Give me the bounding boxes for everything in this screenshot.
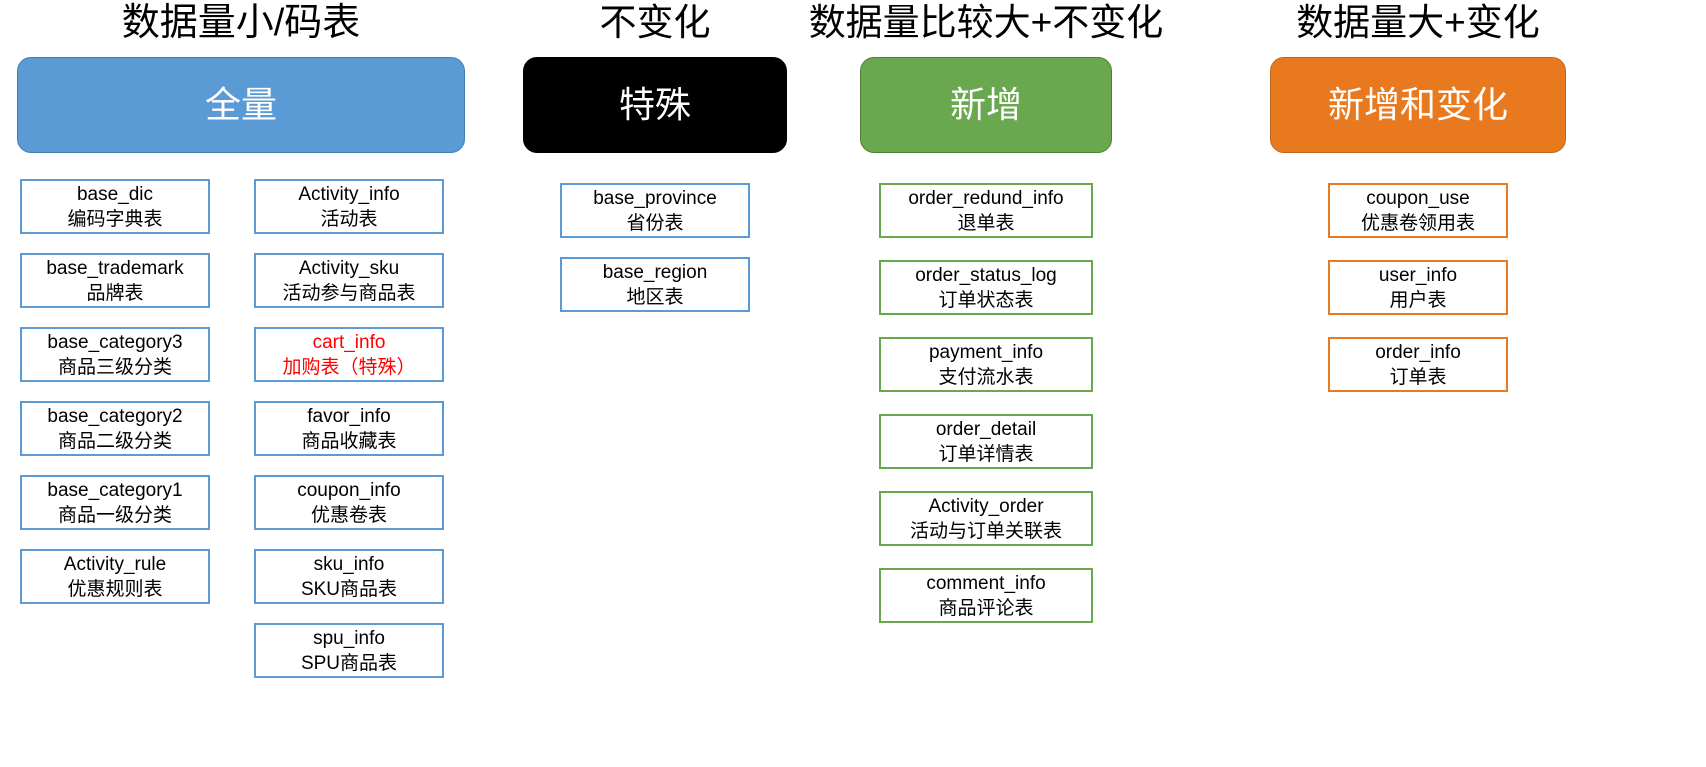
table-name-en: order_status_log bbox=[915, 264, 1057, 286]
table-name-cn: 用户表 bbox=[1389, 289, 1447, 311]
table-name-cn: 地区表 bbox=[626, 286, 684, 308]
table-box[interactable]: coupon_info 优惠卷表 bbox=[254, 475, 444, 530]
table-box[interactable]: Activity_rule 优惠规则表 bbox=[20, 549, 210, 604]
table-name-cn: 活动参与商品表 bbox=[282, 282, 416, 304]
table-box[interactable]: Activity_info 活动表 bbox=[254, 179, 444, 234]
table-name-en: coupon_use bbox=[1366, 187, 1470, 209]
table-name-cn: 退单表 bbox=[957, 212, 1015, 234]
table-box[interactable]: base_dic 编码字典表 bbox=[20, 179, 210, 234]
table-list-special: base_province 省份表 base_region 地区表 bbox=[512, 183, 798, 331]
table-box[interactable]: base_trademark 品牌表 bbox=[20, 253, 210, 308]
table-box[interactable]: Activity_order 活动与订单关联表 bbox=[879, 491, 1093, 546]
table-box[interactable]: user_info 用户表 bbox=[1328, 260, 1508, 315]
table-box[interactable]: spu_info SPU商品表 bbox=[254, 623, 444, 678]
table-name-cn: 商品三级分类 bbox=[57, 356, 172, 378]
table-name-cn: 商品收藏表 bbox=[301, 430, 397, 452]
table-box[interactable]: Activity_sku 活动参与商品表 bbox=[254, 253, 444, 308]
table-subcolumn-main: order_redund_info 退单表 order_status_log 订… bbox=[879, 183, 1093, 645]
table-name-en: sku_info bbox=[313, 553, 385, 575]
table-name-cn: SPU商品表 bbox=[300, 652, 398, 674]
table-name-en: order_redund_info bbox=[908, 187, 1064, 209]
table-list-incremental: order_redund_info 退单表 order_status_log 订… bbox=[776, 183, 1196, 645]
table-subcolumn-base: base_dic 编码字典表 base_trademark 品牌表 base_c… bbox=[20, 179, 210, 697]
column-header-incremental-and-change: 数据量大+变化 bbox=[1296, 2, 1540, 43]
table-box[interactable]: order_redund_info 退单表 bbox=[879, 183, 1093, 238]
table-name-en: base_dic bbox=[76, 183, 154, 205]
table-box[interactable]: sku_info SKU商品表 bbox=[254, 549, 444, 604]
table-name-en: Activity_rule bbox=[63, 553, 167, 575]
column-full-sync: 数据量小/码表 全量 base_dic 编码字典表 base_trademark… bbox=[6, 0, 476, 697]
table-name-cn: 活动与订单关联表 bbox=[909, 520, 1062, 542]
table-box[interactable]: base_category1 商品一级分类 bbox=[20, 475, 210, 530]
category-pill-full-sync[interactable]: 全量 bbox=[17, 57, 465, 153]
table-box[interactable]: order_detail 订单详情表 bbox=[879, 414, 1093, 469]
category-pill-incremental-and-change[interactable]: 新增和变化 bbox=[1270, 57, 1566, 153]
table-name-en: order_detail bbox=[935, 418, 1037, 440]
table-list-full-sync: base_dic 编码字典表 base_trademark 品牌表 base_c… bbox=[6, 179, 476, 697]
table-name-cn: 优惠规则表 bbox=[67, 578, 163, 600]
table-box[interactable]: order_info 订单表 bbox=[1328, 337, 1508, 392]
table-name-cn: 订单详情表 bbox=[938, 443, 1034, 465]
table-box[interactable]: base_province 省份表 bbox=[560, 183, 750, 238]
table-name-en: spu_info bbox=[313, 627, 385, 649]
table-name-cn: 优惠卷领用表 bbox=[1360, 212, 1475, 234]
table-subcolumn-main: coupon_use 优惠卷领用表 user_info 用户表 order_in… bbox=[1328, 183, 1508, 414]
table-box[interactable]: favor_info 商品收藏表 bbox=[254, 401, 444, 456]
table-box[interactable]: base_category3 商品三级分类 bbox=[20, 327, 210, 382]
table-name-en: coupon_info bbox=[297, 479, 401, 501]
column-incremental: 数据量比较大+不变化 新增 order_redund_info 退单表 orde… bbox=[776, 0, 1196, 645]
table-name-cn: SKU商品表 bbox=[300, 578, 398, 600]
table-name-cn: 商品二级分类 bbox=[57, 430, 172, 452]
table-name-en: favor_info bbox=[307, 405, 391, 427]
table-name-en: cart_info bbox=[312, 331, 386, 353]
table-name-cn: 活动表 bbox=[320, 208, 378, 230]
table-name-cn: 加购表（特殊） bbox=[282, 356, 416, 378]
table-name-en: user_info bbox=[1378, 264, 1458, 286]
table-box[interactable]: payment_info 支付流水表 bbox=[879, 337, 1093, 392]
table-name-en: base_category3 bbox=[47, 331, 183, 353]
table-box[interactable]: coupon_use 优惠卷领用表 bbox=[1328, 183, 1508, 238]
category-pill-incremental[interactable]: 新增 bbox=[860, 57, 1112, 153]
table-box[interactable]: comment_info 商品评论表 bbox=[879, 568, 1093, 623]
table-name-en: base_category2 bbox=[47, 405, 183, 427]
table-name-en: Activity_order bbox=[928, 495, 1044, 517]
table-name-en: payment_info bbox=[928, 341, 1044, 363]
table-name-en: base_category1 bbox=[47, 479, 183, 501]
column-header-incremental: 数据量比较大+不变化 bbox=[808, 2, 1164, 43]
table-subcolumn-main: base_province 省份表 base_region 地区表 bbox=[560, 183, 750, 331]
table-name-cn: 编码字典表 bbox=[67, 208, 163, 230]
table-box[interactable]: base_category2 商品二级分类 bbox=[20, 401, 210, 456]
table-subcolumn-activity: Activity_info 活动表 Activity_sku 活动参与商品表 c… bbox=[254, 179, 444, 697]
category-pill-special[interactable]: 特殊 bbox=[523, 57, 787, 153]
column-special: 不变化 特殊 base_province 省份表 base_region 地区表 bbox=[512, 0, 798, 331]
table-box[interactable]: order_status_log 订单状态表 bbox=[879, 260, 1093, 315]
table-name-cn: 订单状态表 bbox=[938, 289, 1034, 311]
table-name-en: Activity_info bbox=[298, 183, 400, 205]
table-name-cn: 品牌表 bbox=[86, 282, 144, 304]
table-name-cn: 支付流水表 bbox=[938, 366, 1034, 388]
table-name-cn: 省份表 bbox=[626, 212, 684, 234]
table-name-en: Activity_sku bbox=[298, 257, 400, 279]
table-box[interactable]: base_region 地区表 bbox=[560, 257, 750, 312]
column-incremental-and-change: 数据量大+变化 新增和变化 coupon_use 优惠卷领用表 user_inf… bbox=[1198, 0, 1638, 414]
table-name-cn: 优惠卷表 bbox=[310, 504, 387, 526]
table-box-highlighted[interactable]: cart_info 加购表（特殊） bbox=[254, 327, 444, 382]
table-list-incremental-and-change: coupon_use 优惠卷领用表 user_info 用户表 order_in… bbox=[1198, 183, 1638, 414]
table-name-en: base_region bbox=[602, 261, 708, 283]
table-name-cn: 商品评论表 bbox=[938, 597, 1034, 619]
table-name-en: order_info bbox=[1375, 341, 1461, 363]
table-name-en: comment_info bbox=[926, 572, 1046, 594]
column-header-special: 不变化 bbox=[599, 2, 711, 43]
table-name-cn: 商品一级分类 bbox=[57, 504, 172, 526]
column-header-full-sync: 数据量小/码表 bbox=[121, 2, 361, 44]
table-name-cn: 订单表 bbox=[1389, 366, 1447, 388]
table-name-en: base_province bbox=[593, 187, 717, 209]
table-name-en: base_trademark bbox=[46, 257, 184, 279]
